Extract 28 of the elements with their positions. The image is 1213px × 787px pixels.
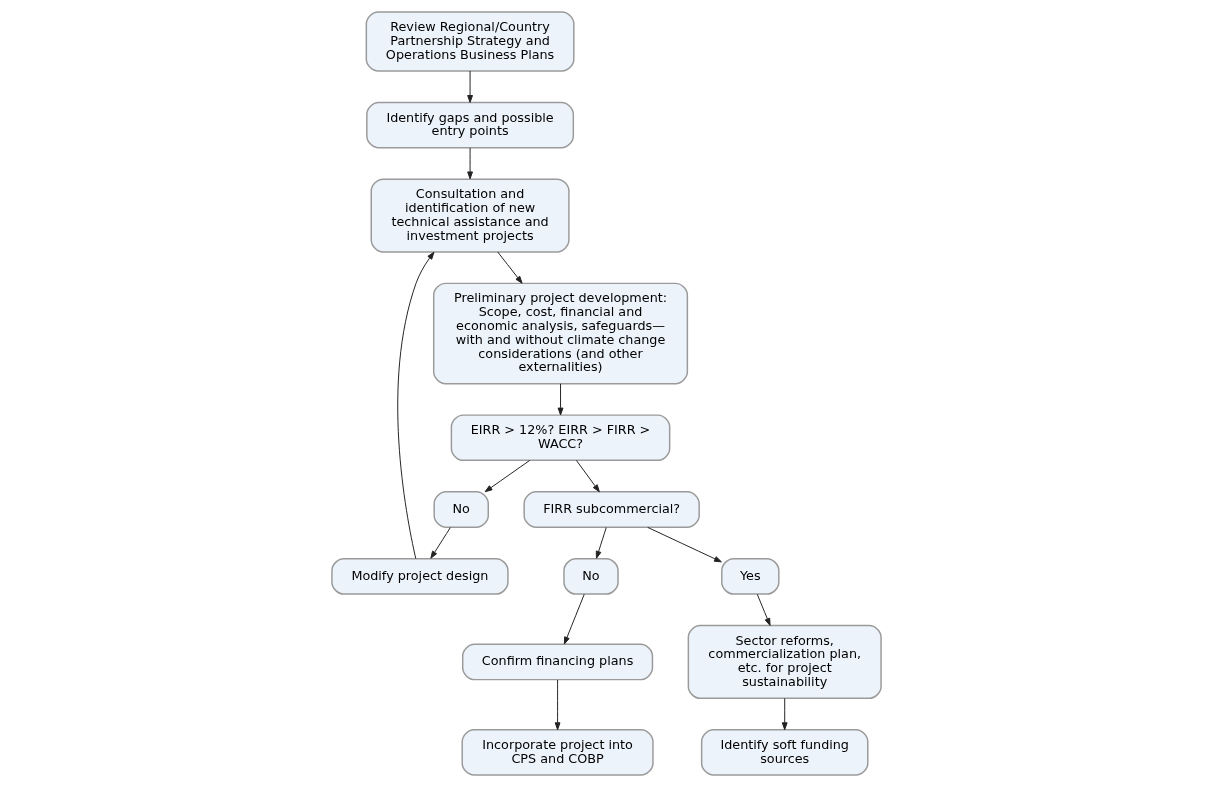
node-box: Confirm financing plans — [461, 643, 654, 681]
arrow — [554, 679, 561, 731]
arrow — [467, 147, 473, 180]
arrow — [575, 459, 600, 493]
node-box: No — [563, 557, 619, 595]
arrow — [430, 527, 451, 559]
node-box: Identify soft funding sources — [700, 729, 869, 776]
arrow — [756, 593, 771, 626]
node-box: Consultation and identification of new technical assistance and investment projects — [370, 178, 570, 253]
node-box: No — [433, 491, 489, 528]
node-box: FIRR subcommercial? — [523, 491, 700, 528]
node-box: Incorporate project into CPS and COBP — [461, 729, 654, 776]
node-box: Identify gaps and possible entry points — [366, 101, 575, 149]
arrow — [497, 251, 523, 284]
arrow — [557, 383, 564, 416]
arrow — [595, 527, 607, 559]
node-box: EIRR > 12%? EIRR > FIRR > WACC? — [450, 414, 671, 462]
arrow — [781, 697, 788, 731]
arrow — [647, 526, 722, 563]
node-box: Preliminary project development: Scope, cost, financial and economic analysis, safeguards— with and without climate change considerations (and other externalities) — [432, 282, 689, 385]
node-box: Review Regional/Country Partnership Strategy and Operations Business Plans — [365, 11, 575, 72]
arrow — [467, 70, 473, 103]
node-box: Sector reforms, commercialization plan, etc. for project sustainability — [687, 624, 882, 700]
arrow — [484, 459, 531, 493]
arrow — [397, 251, 435, 560]
arrow — [563, 593, 585, 645]
node-box: Modify project design — [331, 557, 509, 595]
node-box: Yes — [721, 557, 780, 595]
